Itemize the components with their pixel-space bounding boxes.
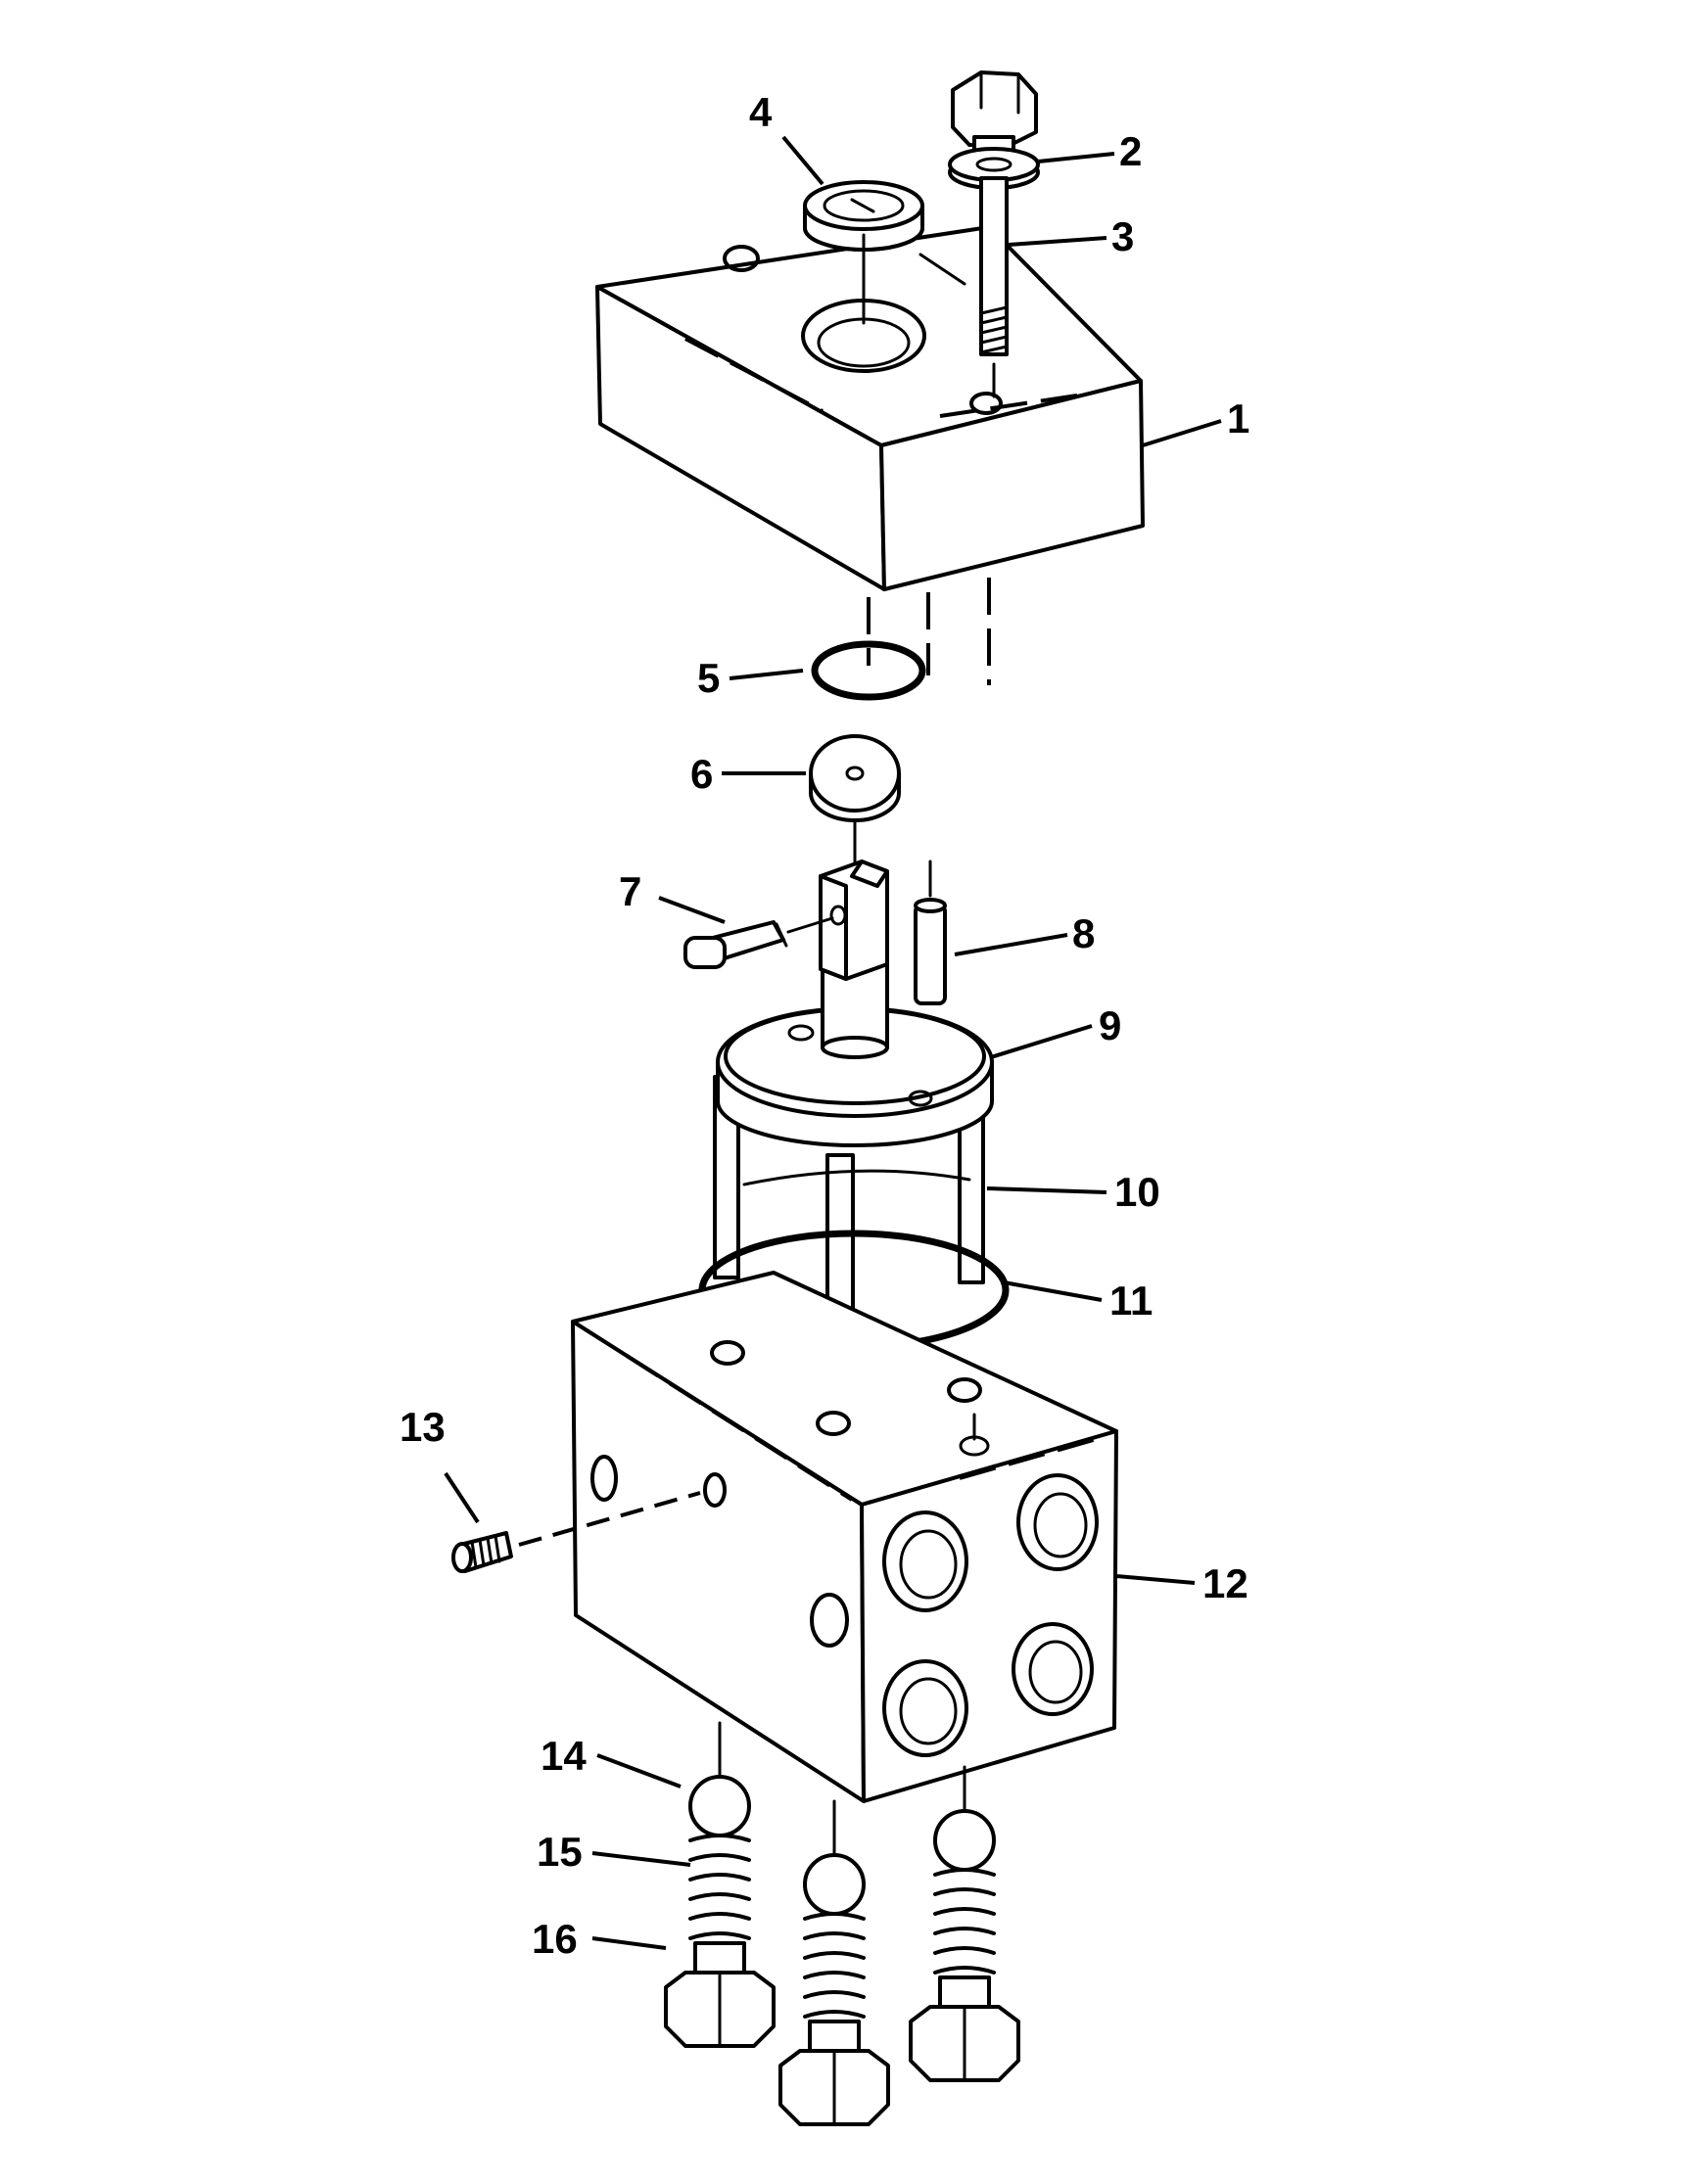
callout-14: 14 (541, 1733, 587, 1779)
callout-13: 13 (400, 1404, 446, 1450)
callout-1: 1 (1227, 395, 1249, 441)
callout-2: 2 (1119, 128, 1142, 174)
part-clevis (819, 860, 889, 981)
callout-11: 11 (1109, 1278, 1153, 1324)
part-9-flange (716, 957, 994, 1147)
callout-4: 4 (749, 89, 773, 135)
part-7-clevis-pin (683, 916, 834, 969)
callout-5: 5 (697, 655, 720, 701)
callout-9: 9 (1099, 1002, 1121, 1048)
callout-3: 3 (1111, 213, 1134, 259)
part-5-o-ring (811, 640, 926, 701)
part-14-15-16-assembly-right (909, 1765, 1020, 2082)
part-14-15-16-assembly-middle (778, 1799, 890, 2126)
part-2-3-bolt-and-washer (948, 70, 1040, 398)
callout-16: 16 (532, 1916, 578, 1962)
part-14-15-16-assembly-left (664, 1721, 776, 2048)
part-8-dowel-pin (914, 860, 947, 1005)
leader-lines (444, 135, 1222, 1950)
part-12-valve-body (571, 1271, 1118, 1803)
callout-12: 12 (1202, 1560, 1248, 1606)
part-1-cover-block (595, 225, 1145, 591)
part-13-set-screw (451, 1491, 701, 1573)
callout-7: 7 (619, 868, 641, 914)
part-4-gauge (803, 180, 966, 325)
callout-15: 15 (537, 1829, 583, 1875)
callout-numbers: 1 2 3 4 5 6 7 8 9 10 11 12 13 14 15 16 (400, 89, 1249, 1962)
callout-6: 6 (690, 751, 713, 797)
part-6-washer (809, 734, 901, 863)
callout-8: 8 (1072, 910, 1095, 956)
callout-10: 10 (1114, 1169, 1160, 1215)
